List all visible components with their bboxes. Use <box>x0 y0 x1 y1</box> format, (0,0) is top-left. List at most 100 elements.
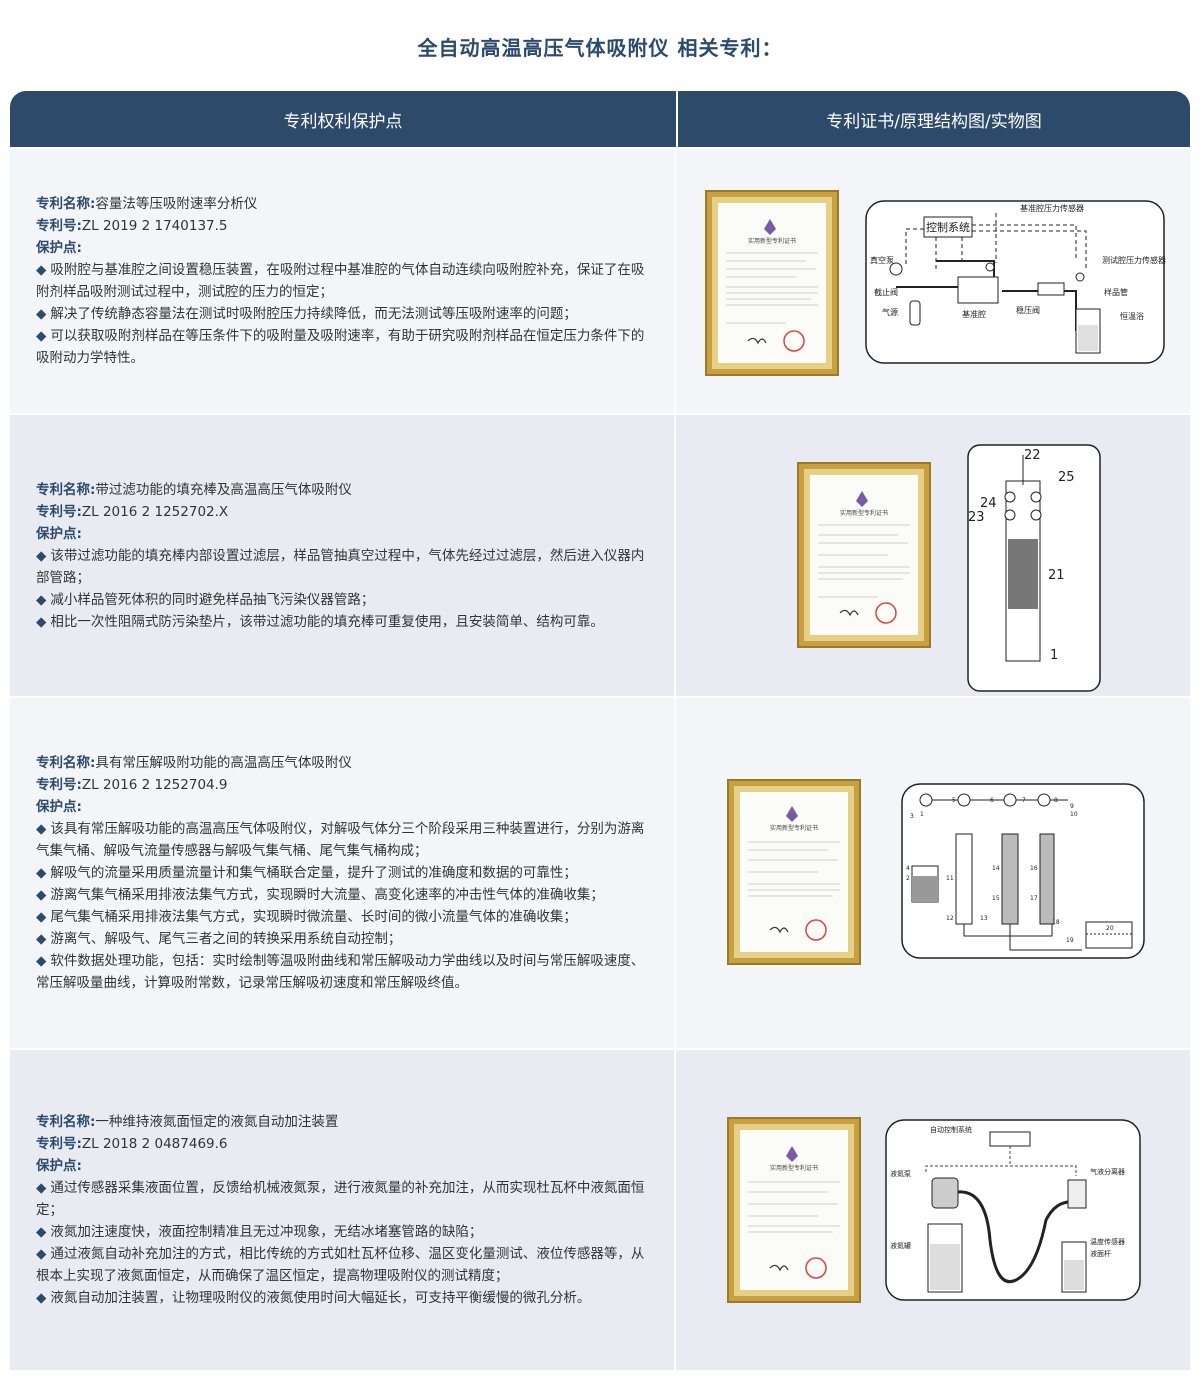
svg-text:25: 25 <box>1058 470 1075 485</box>
patent-number: ZL 2016 2 1252704.9 <box>81 777 228 793</box>
protection-point: ◆解决了传统静态容量法在测试时吸附腔压力持续降低，而无法测试等压吸附速率的问题； <box>36 306 577 322</box>
svg-text:3: 3 <box>910 813 914 820</box>
patent-number-label: 专利号: <box>36 218 82 234</box>
svg-text:16: 16 <box>1030 865 1038 872</box>
svg-text:8: 8 <box>1054 797 1058 804</box>
svg-text:10: 10 <box>1070 811 1078 818</box>
svg-text:温度传感器: 温度传感器 <box>1090 1237 1125 1246</box>
certificate-title: 实用新型专利证书 <box>770 1164 818 1172</box>
patent-info: 专利名称:具有常压解吸附功能的高温高压气体吸附仪 专利号:ZL 2016 2 1… <box>10 698 676 1048</box>
certificate-title: 实用新型专利证书 <box>770 824 818 832</box>
patent-name: 带过滤功能的填充棒及高温高压气体吸附仪 <box>95 481 352 498</box>
certificate-frame: 实用新型专利证书 <box>797 462 931 648</box>
patent-row-3: 专利名称:具有常压解吸附功能的高温高压气体吸附仪 专利号:ZL 2016 2 1… <box>10 696 1190 1048</box>
patent-name: 一种维持液氮面恒定的液氮自动加注装置 <box>95 1114 339 1130</box>
svg-text:22: 22 <box>1024 448 1041 463</box>
certificate-and-diagram: 实用新型专利证书 控制系统 基准腔压力传感器 真空泵 测试腔压力传感器 截止阀 … <box>705 190 1166 376</box>
page-title: 全自动高温高压气体吸附仪 相关专利： <box>417 36 783 60</box>
svg-text:真空泵: 真空泵 <box>870 255 894 265</box>
certificate-frame: 实用新型专利证书 <box>727 1117 861 1303</box>
protection-point: ◆该带过滤功能的填充棒内部设置过滤层，样品管抽真空过程中，气体先经过过滤层，然后… <box>36 547 645 586</box>
svg-text:1: 1 <box>1050 648 1058 663</box>
protection-point: ◆尾气集气桶采用排液法集气方式，实现瞬时微流量、长时间的微小流量气体的准确收集； <box>36 909 577 925</box>
svg-text:液面杆: 液面杆 <box>1090 1249 1111 1258</box>
protection-point: ◆液氮自动加注装置，让物理吸附仪的液氮使用时间大幅延长，可支持平衡缓慢的微孔分析… <box>36 1290 591 1306</box>
protection-point: ◆解吸气的流量采用质量流量计和集气桶联合定量，提升了测试的准确度和数据的可靠性； <box>36 865 577 881</box>
svg-text:自动控制系统: 自动控制系统 <box>930 1125 972 1134</box>
svg-text:24: 24 <box>980 496 997 511</box>
ln2-refill-diagram: 自动控制系统 液氮泵 气液分离器 液氮罐 温度传感器 液面杆 <box>885 1119 1141 1301</box>
svg-text:23: 23 <box>968 510 985 525</box>
patent-row-1: 专利名称:容量法等压吸附速率分析仪 专利号:ZL 2019 2 1740137.… <box>10 147 1190 413</box>
patent-number-label: 专利号: <box>36 503 82 520</box>
protection-point: ◆吸附腔与基准腔之间设置稳压装置，在吸附过程中基准腔的气体自动连续向吸附腔补充，… <box>36 262 645 300</box>
protection-point: ◆相比一次性阻隔式防污染垫片，该带过滤功能的填充棒可重复使用，且安装简单、结构可… <box>36 613 604 630</box>
header-certificate-diagram: 专利证书/原理结构图/实物图 <box>826 111 1042 132</box>
svg-text:样品管: 样品管 <box>1104 287 1128 297</box>
svg-text:截止阀: 截止阀 <box>874 287 898 297</box>
svg-text:气液分离器: 气液分离器 <box>1090 1167 1125 1176</box>
svg-text:液氮罐: 液氮罐 <box>890 1241 911 1250</box>
patent-name-label: 专利名称: <box>36 755 96 771</box>
schematic-diagram: 控制系统 基准腔压力传感器 真空泵 测试腔压力传感器 截止阀 样品管 基准腔 稳… <box>865 200 1166 364</box>
svg-text:液氮泵: 液氮泵 <box>890 1169 911 1178</box>
svg-text:6: 6 <box>990 797 994 804</box>
patent-media: 实用新型专利证书 自动控制系统 <box>676 1050 1188 1370</box>
svg-text:18: 18 <box>1052 919 1060 926</box>
patent-name-label: 专利名称: <box>36 1114 96 1130</box>
patent-media: 实用新型专利证书 <box>676 698 1188 1048</box>
svg-text:21: 21 <box>1048 568 1065 583</box>
certificate-and-diagram: 实用新型专利证书 自动控制系统 <box>727 1117 1141 1303</box>
protection-points-label: 保护点: <box>36 525 82 542</box>
patent-table: 专利权利保护点 专利证书/原理结构图/实物图 专利名称:容量法等压吸附速率分析仪… <box>10 91 1190 1370</box>
patent-number: ZL 2018 2 0487469.6 <box>81 1136 228 1152</box>
svg-text:7: 7 <box>1022 797 1026 804</box>
patent-info: 专利名称:带过滤功能的填充棒及高温高压气体吸附仪 专利号:ZL 2016 2 1… <box>10 415 676 696</box>
patent-number-label: 专利号: <box>36 777 82 793</box>
svg-text:12: 12 <box>946 915 954 922</box>
certificate-title: 实用新型专利证书 <box>748 237 796 245</box>
protection-point: ◆游离气、解吸气、尾气三者之间的转换采用系统自动控制； <box>36 931 402 947</box>
protection-point: ◆减小样品管死体积的同时避免样品抽飞污染仪器管路； <box>36 591 375 608</box>
svg-text:恒温浴: 恒温浴 <box>1120 311 1144 321</box>
desorption-diagram: 1 2 3 4 5 6 7 8 9 10 11 12 13 14 15 16 1 <box>901 783 1145 959</box>
patent-number: ZL 2016 2 1252702.X <box>81 503 229 520</box>
svg-text:17: 17 <box>1030 895 1038 902</box>
svg-text:13: 13 <box>980 915 988 922</box>
svg-text:4: 4 <box>906 865 910 872</box>
patent-row-2: 专利名称:带过滤功能的填充棒及高温高压气体吸附仪 专利号:ZL 2016 2 1… <box>10 413 1190 696</box>
certificate-title: 实用新型专利证书 <box>840 509 888 517</box>
header-protection-points: 专利权利保护点 <box>10 91 678 147</box>
protection-point: ◆可以获取吸附剂样品在等压条件下的吸附量及吸附速率，有助于研究吸附剂样品在恒定压… <box>36 328 645 366</box>
svg-text:19: 19 <box>1066 937 1074 944</box>
protection-point: ◆通过液氮自动补充加注的方式，相比传统的方式如杜瓦杯位移、温区变化量测试、液位传… <box>36 1246 645 1284</box>
patent-row-4: 专利名称:一种维持液氮面恒定的液氮自动加注装置 专利号:ZL 2018 2 04… <box>10 1048 1190 1370</box>
protection-points-label: 保护点: <box>36 1158 82 1174</box>
protection-point: ◆该具有常压解吸功能的高温高压气体吸附仪，对解吸气体分三个阶段采用三种装置进行，… <box>36 821 645 859</box>
protection-points-label: 保护点: <box>36 240 82 256</box>
certificate-and-diagram: 实用新型专利证书 <box>727 779 1145 965</box>
svg-text:1: 1 <box>920 811 924 818</box>
protection-points-label: 保护点: <box>36 799 82 815</box>
svg-text:稳压阀: 稳压阀 <box>1016 305 1040 315</box>
svg-text:9: 9 <box>1070 803 1074 810</box>
patent-number: ZL 2019 2 1740137.5 <box>81 218 228 234</box>
svg-text:2: 2 <box>906 875 910 882</box>
svg-text:控制系统: 控制系统 <box>926 220 970 234</box>
protection-point: ◆软件数据处理功能，包括：实时绘制等温吸附曲线和常压解吸动力学曲线以及时间与常压… <box>36 953 645 991</box>
svg-text:测试腔压力传感器: 测试腔压力传感器 <box>1102 255 1166 265</box>
patent-info: 专利名称:容量法等压吸附速率分析仪 专利号:ZL 2019 2 1740137.… <box>10 149 676 413</box>
svg-text:5: 5 <box>952 797 956 804</box>
protection-point: ◆通过传感器采集液面位置，反馈给机械液氮泵，进行液氮量的补充加注，从而实现杜瓦杯… <box>36 1180 645 1218</box>
patent-name: 容量法等压吸附速率分析仪 <box>95 196 258 212</box>
protection-point: ◆游离气集气桶采用排液法集气方式，实现瞬时大流量、高变化速率的冲击性气体的准确收… <box>36 887 604 903</box>
table-header: 专利权利保护点 专利证书/原理结构图/实物图 <box>10 91 1190 147</box>
certificate-frame: 实用新型专利证书 <box>705 190 839 376</box>
svg-text:气源: 气源 <box>882 307 898 317</box>
protection-point: ◆液氮加注速度快，液面控制精准且无过冲现象，无结冰堵塞管路的缺陷； <box>36 1224 483 1240</box>
svg-text:15: 15 <box>992 895 1000 902</box>
patent-name-label: 专利名称: <box>36 481 96 498</box>
patent-info: 专利名称:一种维持液氮面恒定的液氮自动加注装置 专利号:ZL 2018 2 04… <box>10 1050 676 1370</box>
patent-name: 具有常压解吸附功能的高温高压气体吸附仪 <box>95 755 352 771</box>
patent-name-label: 专利名称: <box>36 196 96 212</box>
